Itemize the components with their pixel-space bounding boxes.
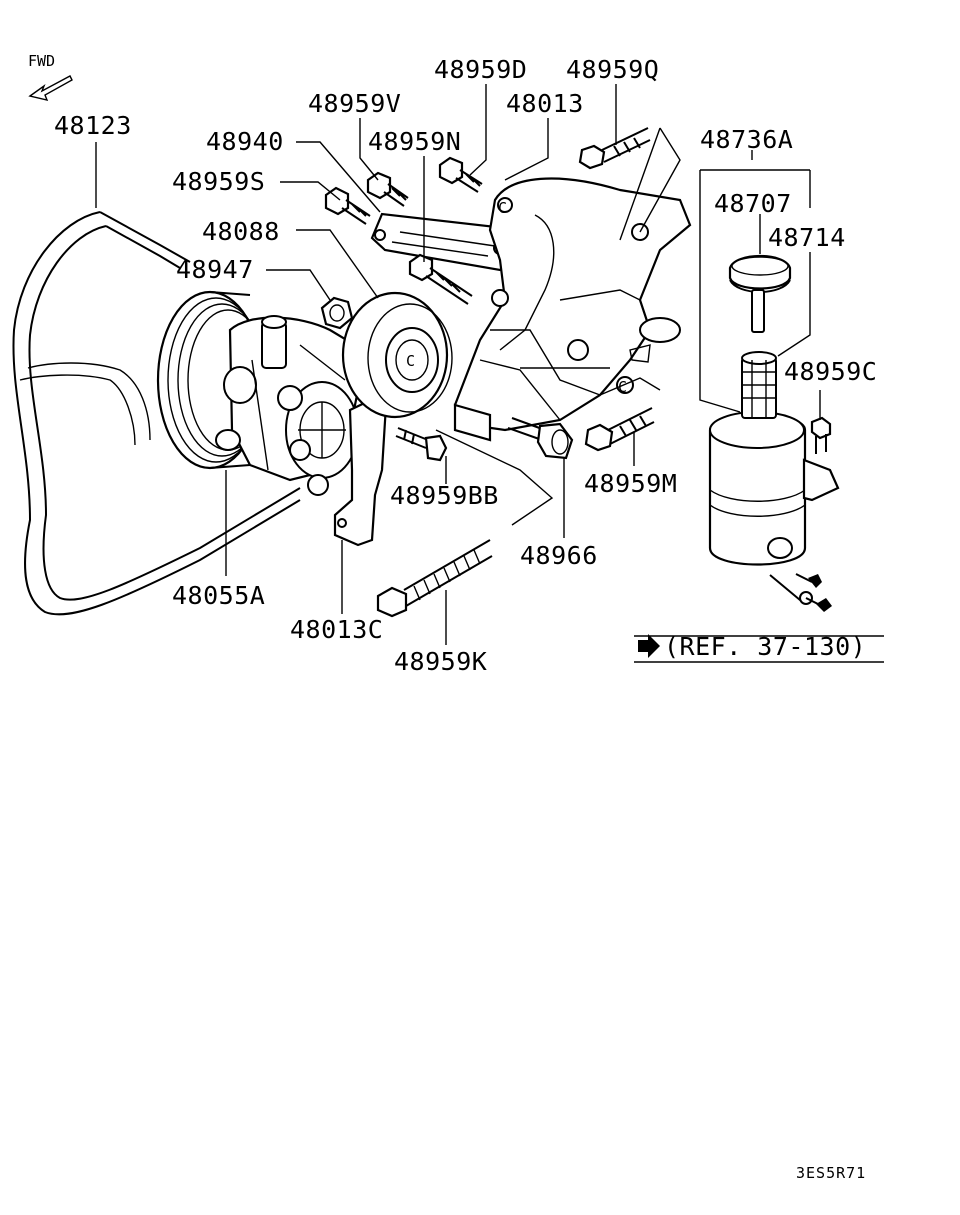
fwd-label: FWD xyxy=(28,52,55,70)
cap-48707 xyxy=(728,254,792,333)
label-48013: 48013 xyxy=(506,89,584,118)
reference-note[interactable]: (REF. 37-130) xyxy=(638,632,866,661)
label-48959C: 48959C xyxy=(784,357,877,386)
bolt-48959D xyxy=(438,156,483,193)
bolt-48959N xyxy=(408,253,473,305)
bolt-48959M xyxy=(584,407,655,452)
label-48959S: 48959S xyxy=(172,167,265,196)
bolt-48966 xyxy=(507,417,574,460)
label-48055A: 48055A xyxy=(172,581,265,610)
label-48947: 48947 xyxy=(176,255,254,284)
svg-text:C: C xyxy=(618,378,627,396)
drive-belt xyxy=(12,211,301,616)
bolt-48959Q xyxy=(578,127,651,170)
fwd-arrow-icon xyxy=(28,75,73,101)
label-48959Q: 48959Q xyxy=(566,55,659,84)
label-48966: 48966 xyxy=(520,541,598,570)
part-labels: 48123 48959D 48959Q 48959V 48013 48940 4… xyxy=(54,55,877,676)
label-48714: 48714 xyxy=(768,223,846,252)
bolt-48959S xyxy=(324,186,371,225)
strainer-48714 xyxy=(741,351,777,419)
nut-48947 xyxy=(320,296,354,330)
idler-pulley: C xyxy=(341,291,453,419)
label-48959M: 48959M xyxy=(584,469,677,498)
label-48959V: 48959V xyxy=(308,89,401,118)
outlet-arrow-icon xyxy=(808,574,822,588)
hose-outlet-arrows xyxy=(795,573,832,612)
bolt-48959BB xyxy=(395,427,448,462)
label-48013C: 48013C xyxy=(290,615,383,644)
ref-arrow-icon xyxy=(638,634,660,658)
power-steering-pump xyxy=(215,315,362,496)
bolt-48959C xyxy=(810,416,832,454)
label-48940: 48940 xyxy=(206,127,284,156)
leader-lines xyxy=(95,84,884,663)
svg-text:C: C xyxy=(498,199,507,217)
bolt-48959V xyxy=(366,171,409,207)
label-48959N: 48959N xyxy=(368,127,461,156)
svg-text:C: C xyxy=(406,352,415,370)
drawing-code: 3ES5R71 xyxy=(796,1164,866,1182)
bolt-48959K xyxy=(376,539,493,618)
main-bracket-48013: C C xyxy=(453,177,692,442)
label-48959D: 48959D xyxy=(434,55,527,84)
fwd-indicator: FWD xyxy=(28,52,73,101)
label-48959BB: 48959BB xyxy=(390,481,499,510)
reservoir-48736A xyxy=(708,411,840,605)
label-48959K: 48959K xyxy=(394,647,487,676)
outlet-arrow-icon-2 xyxy=(816,598,832,612)
label-48707: 48707 xyxy=(714,189,792,218)
ref-label[interactable]: (REF. 37-130) xyxy=(664,632,866,661)
label-48736A: 48736A xyxy=(700,125,793,154)
label-48123: 48123 xyxy=(54,111,132,140)
label-48088: 48088 xyxy=(202,217,280,246)
